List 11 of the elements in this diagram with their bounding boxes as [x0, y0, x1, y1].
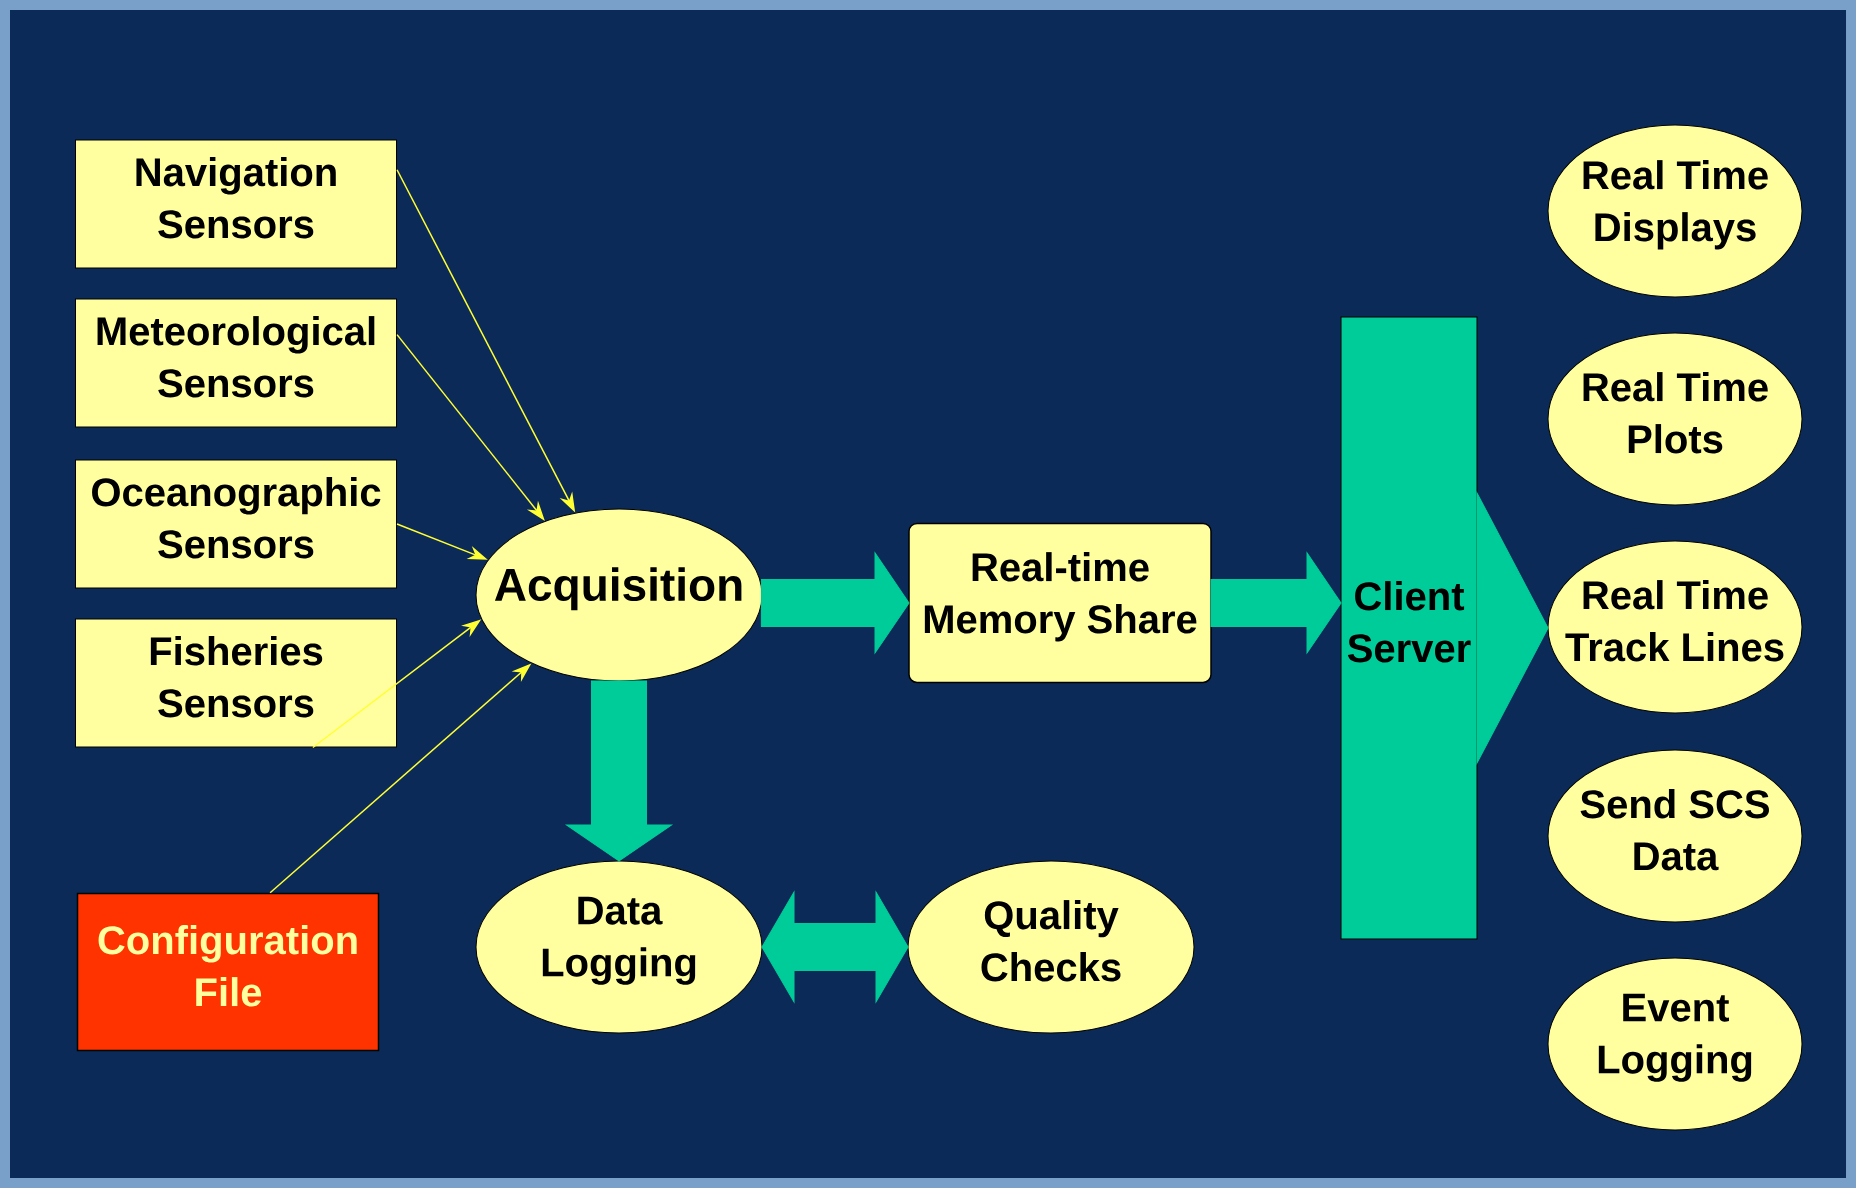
memory-box: Real-time Memory Share — [908, 522, 1212, 684]
block-arrow — [1476, 492, 1549, 764]
sensor-box: Fisheries Sensors — [75, 618, 397, 748]
sensor-box: Navigation Sensors — [75, 139, 397, 269]
sensor-box: Oceanographic Sensors — [75, 459, 397, 589]
block-arrow — [761, 891, 909, 1003]
block-arrow — [760, 552, 910, 654]
config-box: Configuration File — [76, 892, 380, 1052]
block-arrow — [1210, 552, 1342, 654]
block-arrow — [566, 680, 672, 862]
sensor-box: Meteorological Sensors — [75, 298, 397, 428]
